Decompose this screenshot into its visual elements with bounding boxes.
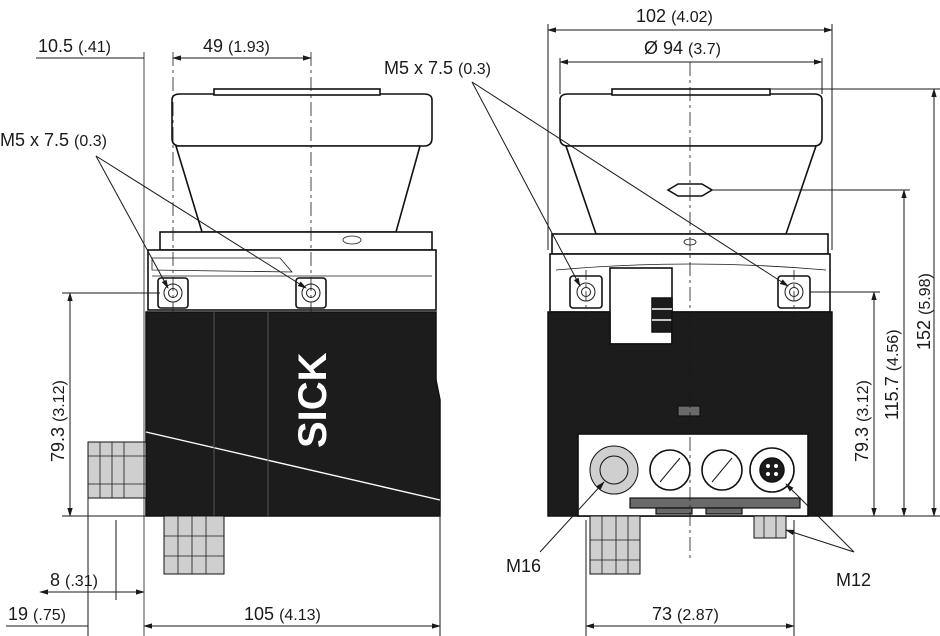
brand-logo: SICK — [291, 352, 335, 448]
side-dim-gland-offset: 8 (.31) — [50, 570, 98, 590]
front-view: 102 (4.02) Ø 94 (3.7) M5 x 7.5 (0.3) 79.… — [384, 6, 940, 636]
front-bottom-fittings — [589, 515, 787, 575]
front-dim-height-total: 152 (5.98) — [914, 273, 934, 350]
front-label-connector: M12 — [836, 570, 871, 590]
front-label-gland: M16 — [506, 556, 541, 576]
side-dim-gland-depth: 19 (.75) — [8, 604, 66, 624]
side-dim-depth: 105 (4.13) — [244, 604, 321, 624]
side-cable-gland — [87, 441, 147, 499]
front-dim-width: 102 (4.02) — [636, 6, 713, 26]
side-bottom-connector — [163, 515, 225, 575]
front-dim-connector-span: 73 (2.87) — [652, 604, 719, 624]
front-dim-diameter: Ø 94 (3.7) — [644, 38, 721, 58]
side-view: SICK 10.5 (.41) 49 (1.93) M5 — [0, 36, 441, 636]
front-scanner-hood — [551, 88, 829, 255]
front-dim-height-mount: 79.3 (3.12) — [852, 380, 872, 462]
side-dim-top-width: 49 (1.93) — [203, 36, 270, 56]
side-base: SICK — [145, 311, 441, 517]
side-thread-label: M5 x 7.5 (0.3) — [0, 130, 107, 150]
side-scanner-hood — [159, 88, 433, 251]
side-dim-height: 79.3 (3.12) — [48, 380, 68, 462]
front-thread-label: M5 x 7.5 (0.3) — [384, 58, 491, 78]
side-dim-top-offset: 10.5 (.41) — [38, 36, 111, 56]
front-dim-height-window: 115.7 (4.56) — [882, 329, 902, 420]
side-collar — [147, 249, 437, 311]
